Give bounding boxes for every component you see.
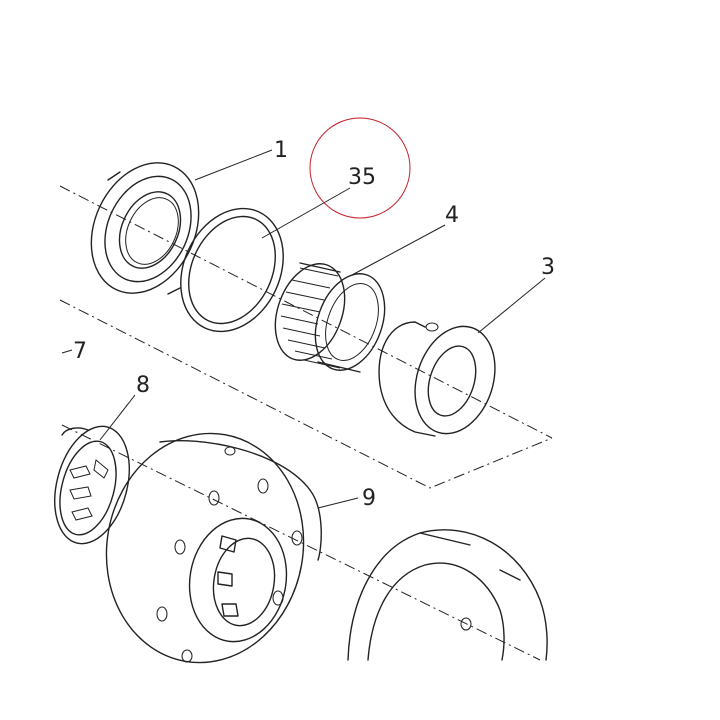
highlight-circle xyxy=(309,117,411,219)
center-lines xyxy=(59,185,553,661)
part-35-ring[interactable] xyxy=(161,192,302,349)
part-9-hub[interactable] xyxy=(89,418,322,679)
callout-4: 4 xyxy=(445,203,459,228)
part-4-needle-bearing[interactable] xyxy=(263,254,397,380)
callout-7: 7 xyxy=(73,339,87,364)
spline-teeth xyxy=(69,459,109,521)
bolt-holes xyxy=(156,446,303,663)
callout-35: 35 xyxy=(348,165,376,190)
callout-1: 1 xyxy=(274,138,288,163)
callout-3: 3 xyxy=(541,255,555,280)
part-8-splined-coupling[interactable] xyxy=(43,418,142,552)
callout-8: 8 xyxy=(136,373,150,398)
bearing-needles xyxy=(280,267,341,369)
part-3-bushing[interactable] xyxy=(378,316,508,444)
callout-9: 9 xyxy=(362,486,376,511)
leader-lines xyxy=(61,149,546,509)
part-1-washer[interactable] xyxy=(71,145,219,311)
brake-drum[interactable] xyxy=(347,529,548,661)
